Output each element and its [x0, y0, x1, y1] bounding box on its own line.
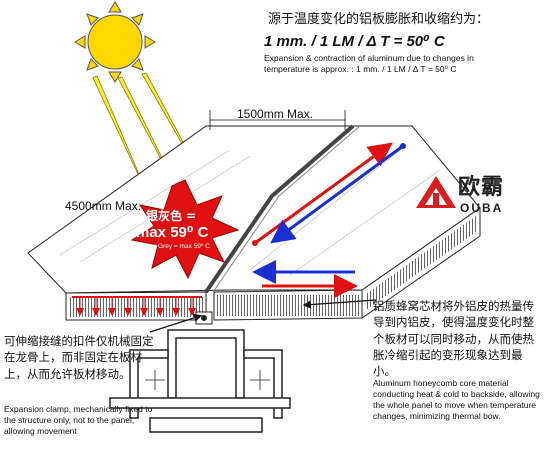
width-dimension-line	[209, 110, 346, 130]
panel-assembly	[27, 124, 481, 321]
support-structure	[109, 329, 291, 433]
expansion-formula: 1 mm. / 1 LM / Δ T = 50⁰ C	[264, 33, 445, 50]
honeycomb-note-cn: 铝质蜂窝芯材将外铝皮的热量传导到内铝皮，使得温度变化时整个板材可以同时移动，从而…	[373, 299, 534, 379]
logo-text-en: OUBA	[460, 201, 504, 215]
contraction-arrow-long	[270, 144, 404, 244]
expansion-arrows	[252, 142, 406, 298]
sun-icon	[74, 1, 156, 83]
width-dimension-label: 1500mm Max.	[237, 107, 314, 121]
clamp-note-en: Expansion clamp, mechanically fixed to t…	[4, 404, 153, 437]
panel-joint	[204, 124, 355, 294]
heat-burst-label-en: Silver Grey = max 59⁰ C	[140, 243, 210, 250]
honeycomb-leader-line	[302, 299, 377, 309]
ouba-logo-mark	[416, 176, 456, 208]
title-en-line-1: Expansion & contraction of aluminum due …	[264, 53, 474, 63]
title-en-line-2: temperature is approx. : 1 mm. / 1 LM / …	[264, 64, 457, 74]
heat-transfer-arrows	[72, 296, 202, 316]
honeycomb-note-en: Aluminum honeycomb core material conduct…	[373, 378, 540, 422]
heat-burst-max-temp: max 59⁰ C	[136, 224, 209, 241]
clamp-note-cn: 可伸缩接缝的扣件仅机械固定在龙骨上，而非固定在板材上，从而允许板材移动。	[4, 334, 154, 381]
expansion-clamp	[195, 311, 213, 325]
length-dimension-label: 4500mm Max.	[65, 199, 142, 213]
logo-text-cn: 欧霸	[458, 175, 505, 200]
heat-burst-label-cn: 银灰色 =	[146, 209, 197, 223]
clamp-leader-line	[149, 313, 203, 333]
title-cn: 源于温度变化的铝板膨胀和收缩约为：	[268, 12, 490, 27]
heat-burst	[130, 179, 240, 280]
